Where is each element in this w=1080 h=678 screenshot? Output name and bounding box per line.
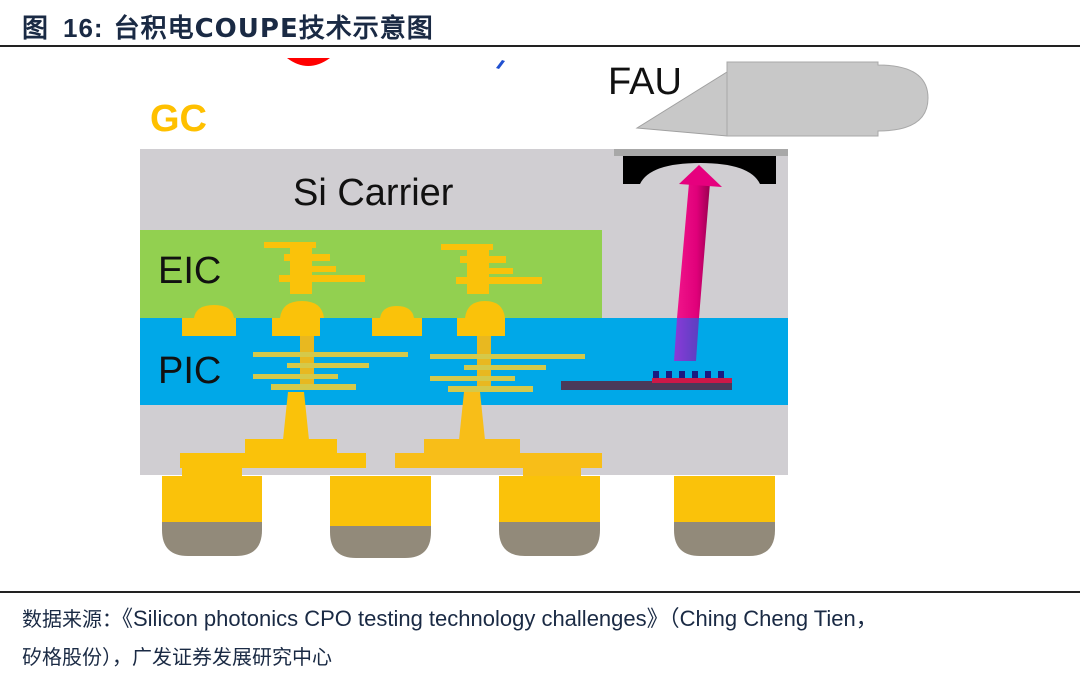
gc-label: GC: [150, 98, 207, 140]
bottom-rule: [0, 591, 1080, 593]
top-rule: [0, 45, 1080, 47]
eic-interconnect-left: [264, 242, 365, 294]
red-shape-fragment: [287, 58, 330, 66]
solder-bump-4: [674, 476, 775, 556]
fau-body: [635, 61, 929, 137]
source-label: 数据来源：: [22, 607, 122, 631]
source-note: 数据来源：《Silicon photonics CPO testing tech…: [22, 600, 1072, 676]
grating-teeth: [653, 371, 724, 378]
figure-prefix: 图: [22, 14, 50, 44]
tsv-right: [395, 392, 602, 476]
lens-cover: [614, 149, 788, 156]
tsv-left: [180, 392, 366, 476]
source-citation: 《Silicon photonics CPO testing technolog…: [122, 606, 669, 631]
fau-label: FAU: [608, 61, 682, 103]
light-path-arrow: [674, 165, 722, 361]
pic-traces-right: [430, 336, 585, 392]
figure-caption: 台积电COUPE技术示意图: [113, 14, 434, 44]
eic-label: EIC: [158, 250, 221, 292]
si-carrier-label: Si Carrier: [293, 172, 454, 214]
eic-layer: [140, 230, 602, 320]
solder-bump-3: [499, 476, 600, 556]
eic-interconnect-right: [441, 244, 542, 294]
micro-bumps: [182, 301, 505, 336]
source-authors: （Ching Cheng Tien，: [668, 606, 878, 631]
lens: [623, 156, 776, 184]
solder-bump-2: [330, 476, 431, 558]
figure-title: 图 16: 台积电COUPE技术示意图: [22, 8, 434, 45]
blue-shape-fragment: [496, 60, 505, 69]
figure-number: 16:: [63, 13, 104, 43]
source-line-2: 矽格股份），广发证券发展研究中心: [22, 645, 332, 669]
solder-bump-1: [162, 476, 262, 556]
coupe-diagram: GC FAU Si Carrier EIC PIC: [140, 58, 929, 558]
pic-label: PIC: [158, 350, 221, 392]
waveguide: [561, 381, 732, 390]
grating-coupler-base: [652, 378, 732, 383]
pic-traces-left: [253, 336, 408, 390]
source-line-1: 数据来源：《Silicon photonics CPO testing tech…: [22, 600, 1072, 638]
